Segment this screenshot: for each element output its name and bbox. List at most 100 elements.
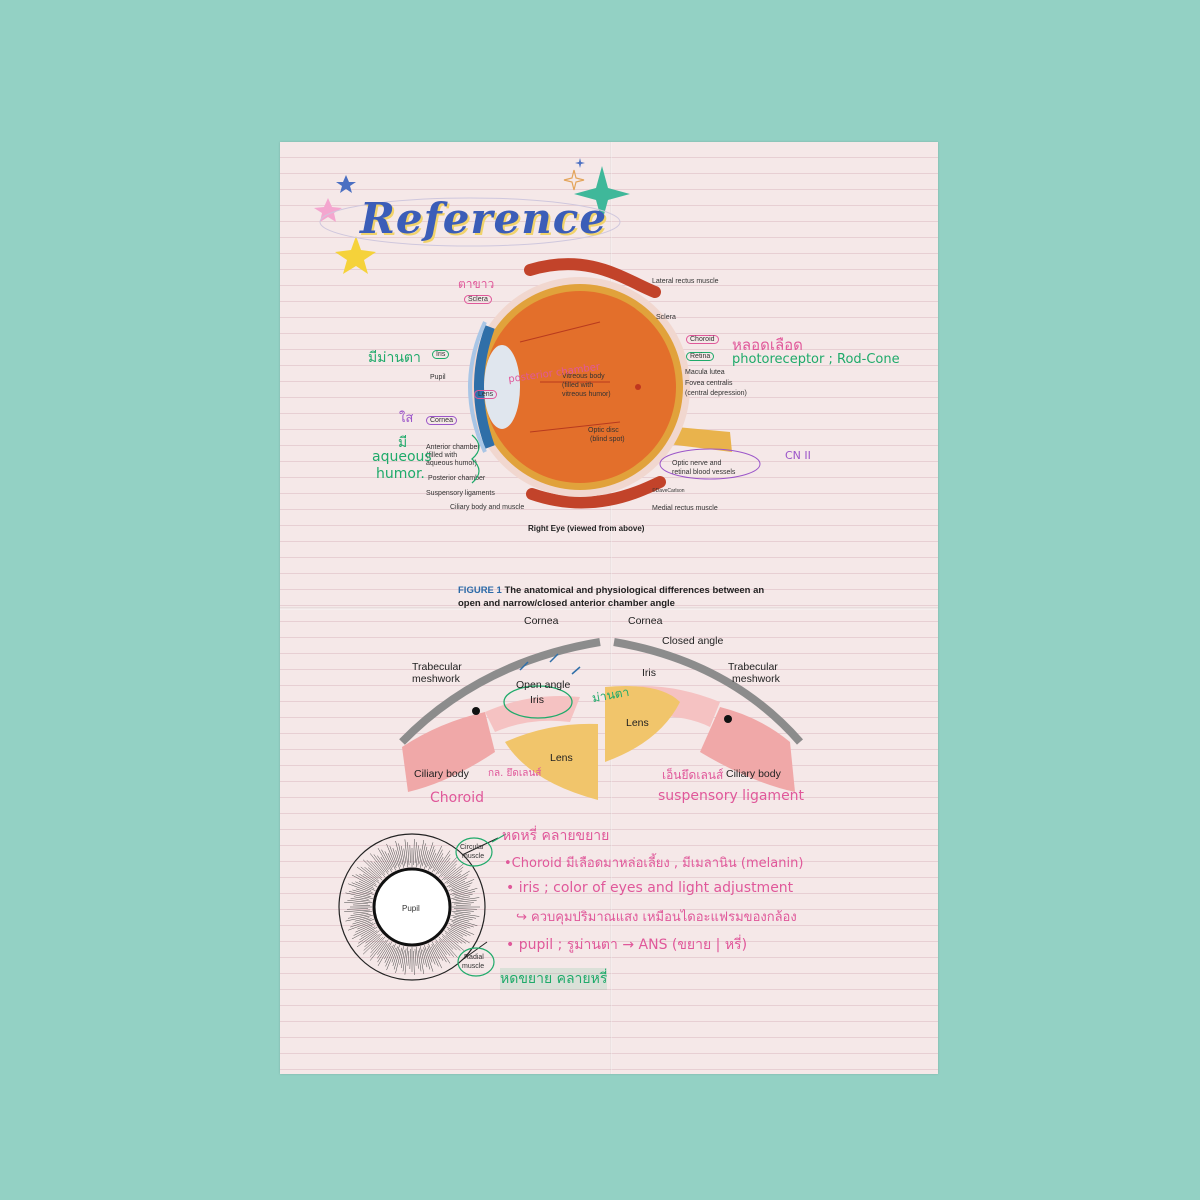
iris-ray [395,840,402,865]
iris-ray [392,847,400,870]
label-trab-right-2: meshwork [732,673,780,685]
iris-ray [419,948,425,975]
iris-ray [369,939,387,961]
iris-ray [452,916,470,922]
iris-ray [381,849,393,871]
iris-ray [413,950,415,975]
iris-ray [377,939,389,955]
medial-rectus-shape [526,476,666,509]
iris-ray [431,941,444,961]
iris-ray [448,877,467,888]
iris-ray [359,873,377,885]
label-iris: Iris [432,350,450,359]
label-anterior-sub2: aqueous humor) [426,460,477,467]
iris-ray [367,867,383,881]
iris-ray [347,914,371,919]
iris-ray [344,909,371,912]
iris-ray [453,912,480,917]
iris-ray [370,940,384,957]
note-muscle-thai: กล. ยึดเลนส์ [488,768,542,779]
iris-ray [420,843,426,868]
green-sparkle-icon [574,166,630,222]
iris-ray [449,870,470,884]
iris-ray [350,898,371,902]
iris-ray [400,845,405,866]
iris-ray [424,944,434,972]
trabecular-right-dot [724,715,732,723]
iris-ray [348,883,373,893]
iris-radial-rays [344,839,480,975]
iris-ray [404,839,409,868]
iris-ray [450,927,467,937]
label-cornea: Cornea [426,416,457,425]
label-credit: ©DaveCarlson [652,488,685,494]
label-cornea-left: Cornea [524,615,559,627]
iris-ray [355,881,376,891]
label-lens-left: Lens [550,752,573,764]
iris-ray [421,846,428,867]
iris-ray [428,943,439,967]
note-choroid-thai: หลอดเลือด [732,336,803,354]
label-lens: Lens [474,390,498,399]
label-optic-nerve: Optic nerve and [672,460,722,467]
iris-ray [365,933,378,944]
label-medial-rectus: Medial rectus muscle [652,505,718,512]
label-pupil-center: Pupil [402,904,420,913]
figure1-title-line1: FIGURE 1 The anatomical and physiologica… [458,585,764,597]
note-line-5: • pupil ; รูม่านตา → ANS (ขยาย | หรี่) [506,937,748,953]
iris-ray [386,843,397,869]
label-choroid: Choroid [686,335,719,344]
iris-ray [446,873,462,884]
iris-ray [427,945,436,965]
label-open-angle: Open angle [516,679,571,691]
note-retina: photoreceptor ; Rod-Cone [732,352,900,367]
iris-ray [387,852,396,871]
iris-ray [347,899,373,904]
iris-ray [444,870,463,884]
label-ciliary-right: Ciliary body [726,768,781,780]
iris-ray [444,932,459,944]
iris-ray [449,925,471,936]
iris-ray [422,949,428,968]
iris-ray [428,849,436,867]
iris-ray [355,874,378,888]
iris-ray [384,851,393,868]
iris-ray [451,910,471,914]
iris-ray [434,856,444,872]
iris-ray [442,935,457,951]
iris-ray [450,882,473,892]
label-anterior: Anterior chamber [426,444,480,451]
label-ciliary-left: Ciliary body [414,768,469,780]
iris-ray [419,839,425,864]
iris-ray [407,950,410,966]
iris-ray [453,908,477,910]
note-sclera-thai: ตาขาว [458,277,495,291]
iris-ray [377,941,393,967]
note-aqueous-3: humor. [376,466,425,482]
iris-ray [432,849,443,869]
iris-ray [448,879,475,891]
notebook-paper: Reference Lateral rectus muscle Sclera C… [280,142,938,1074]
iris-ray [370,936,386,954]
note-aqueous-1: มี [398,435,408,451]
iris-ray [448,923,475,935]
figure1-title-text: The anatomical and physiological differe… [501,585,765,596]
iris-ray [370,860,386,878]
iris-ray [428,852,437,871]
iris-ray [423,850,429,865]
iris-ray [438,936,458,958]
iris-ray [435,939,447,955]
iris-ray [377,855,389,873]
iris-ray [446,926,464,937]
iris-ray [415,946,419,969]
iris-shape [474,325,495,449]
iris-ray [443,863,457,877]
iris-ray [350,912,369,916]
iris-ray [347,908,369,910]
iris-ray [389,845,398,866]
decorative-stars [314,158,630,274]
label-vitreous-sub2: vitreous humor) [562,391,611,398]
label-anterior-sub1: (filled with [426,452,458,459]
label-circular-1: Circular [460,844,485,851]
iris-ray [399,946,404,965]
